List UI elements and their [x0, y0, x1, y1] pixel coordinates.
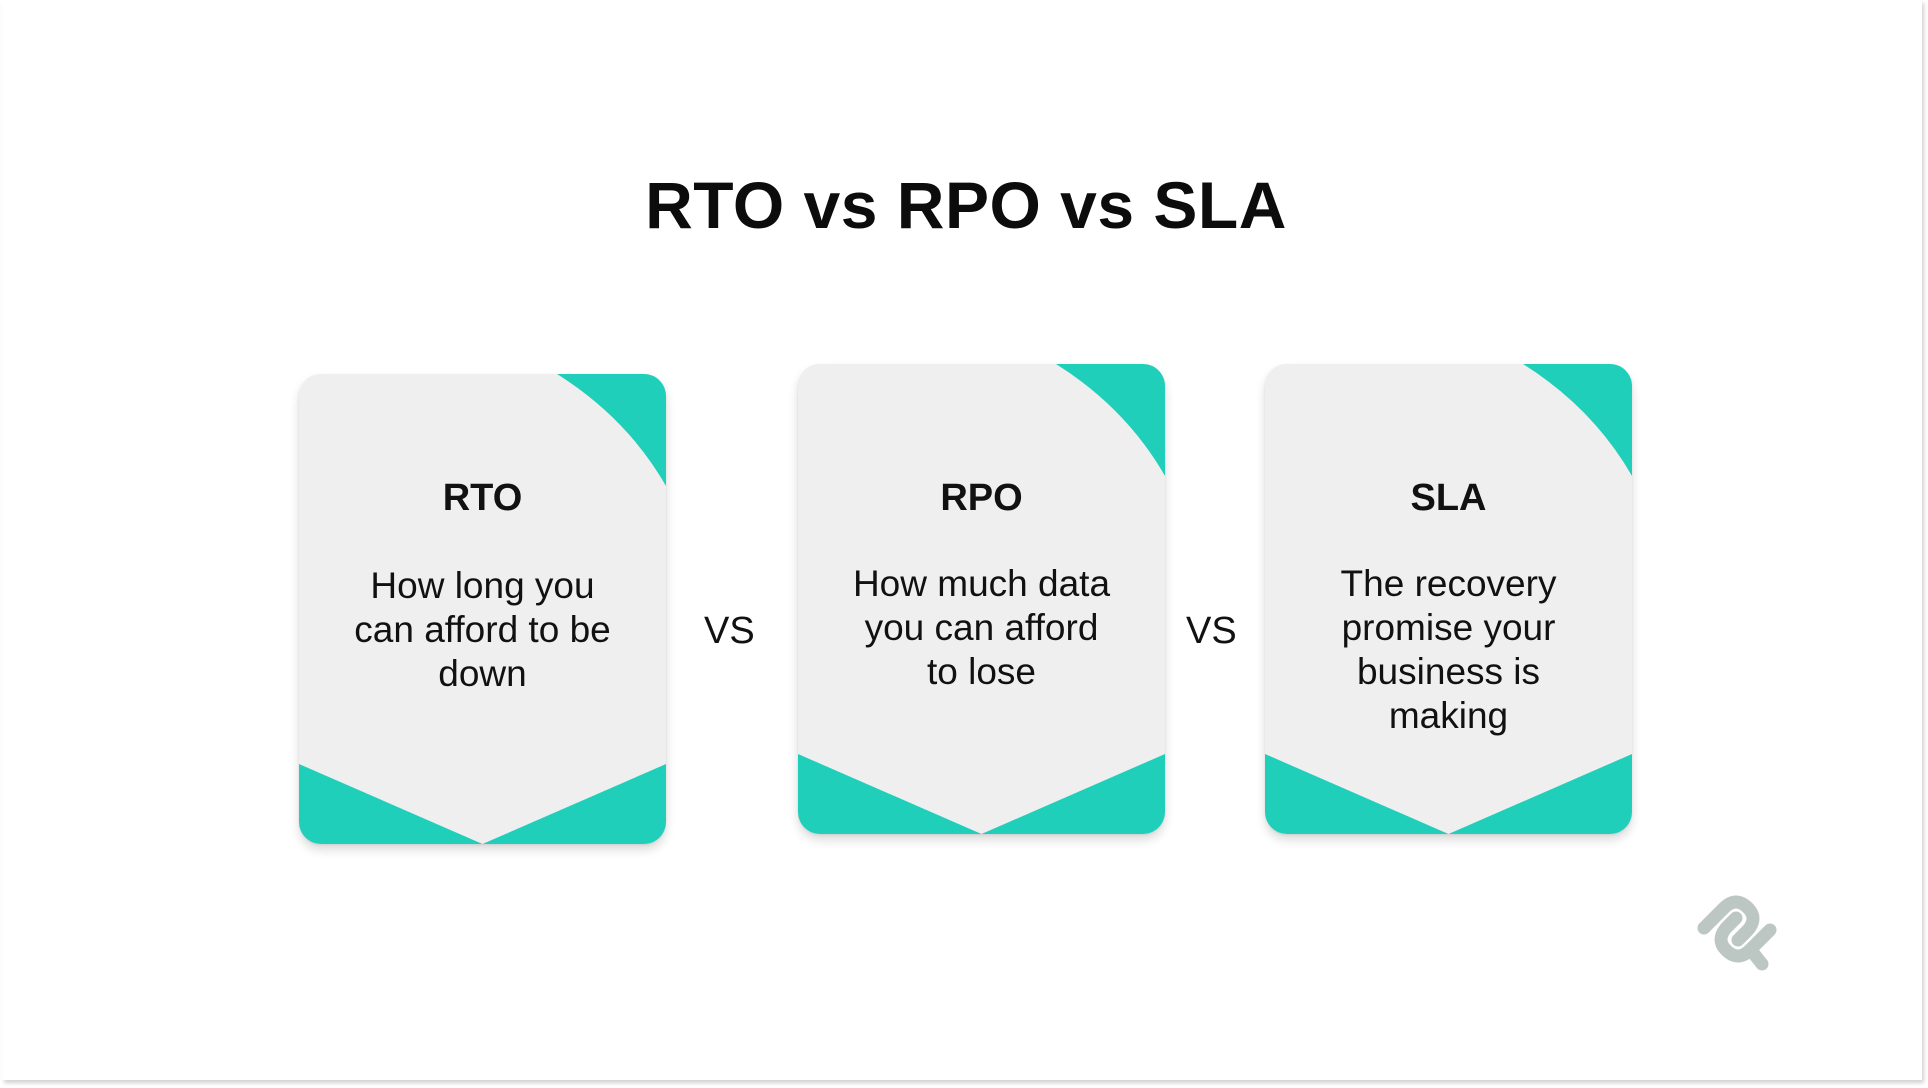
- bottom-accent: [798, 754, 1165, 834]
- card-decoration: [299, 374, 666, 844]
- card-sla: SLA The recovery promise your business i…: [1265, 364, 1632, 834]
- card-title: RTO: [442, 477, 523, 519]
- bottom-accent: [1265, 754, 1632, 834]
- card-rpo: RPO How much data you can afford to lose: [798, 364, 1165, 834]
- page-title: RTO vs RPO vs SLA: [645, 168, 1287, 242]
- card-title: RPO: [940, 477, 1023, 519]
- corner-accent: [1523, 364, 1632, 476]
- corner-accent: [557, 374, 666, 486]
- vs-separator: VS: [1186, 610, 1237, 652]
- card-rto: RTO How long you can afford to be down: [299, 374, 666, 844]
- card-description: The recovery promise your business is ma…: [1340, 563, 1557, 736]
- card-decoration: [1265, 364, 1632, 834]
- vs-separator: VS: [704, 610, 755, 652]
- card-title: SLA: [1410, 477, 1487, 519]
- chain-link-logo-icon: [1697, 895, 1777, 971]
- card-decoration: [798, 364, 1165, 834]
- corner-accent: [1056, 364, 1165, 476]
- card-description: How long you can afford to be down: [354, 565, 611, 694]
- card-description: How much data you can afford to lose: [852, 563, 1111, 692]
- bottom-accent: [299, 764, 666, 844]
